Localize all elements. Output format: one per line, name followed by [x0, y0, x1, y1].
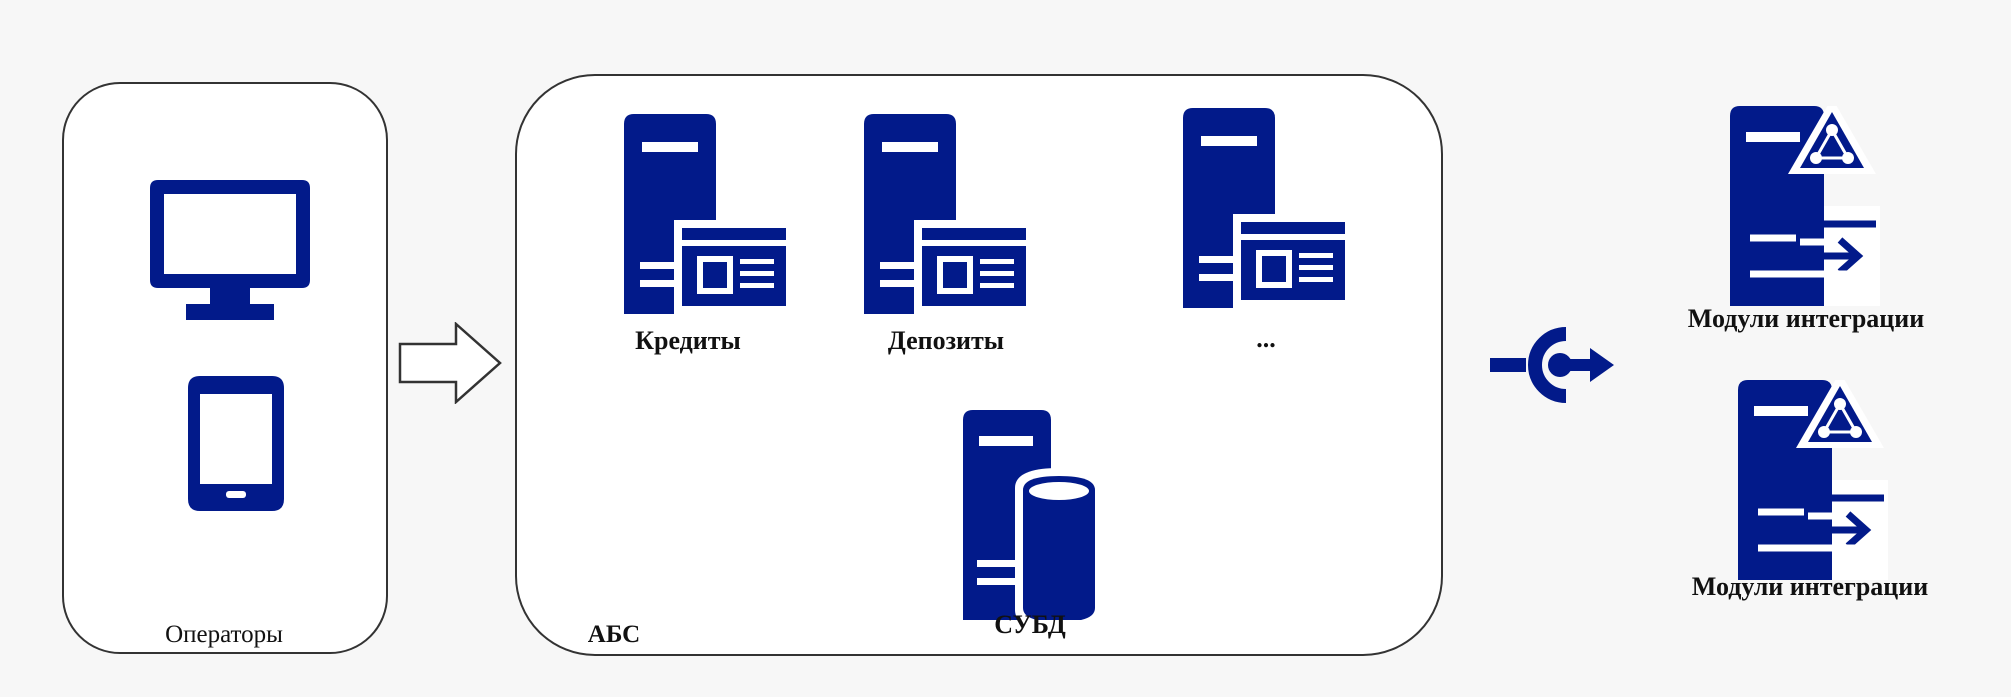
tablet-icon [188, 376, 284, 511]
integration-label: Модули интеграции [1687, 304, 1925, 333]
module-label-credits: Кредиты [635, 326, 741, 355]
integration-server-icon [1730, 106, 1880, 306]
abs-label: АБС [587, 621, 641, 648]
app-server-icon [864, 114, 1034, 314]
flow-arrow-icon [398, 322, 502, 404]
operators-label: Операторы [165, 621, 283, 648]
database-label: СУБД [994, 610, 1066, 639]
database-server-icon [963, 410, 1103, 620]
app-server-icon [1183, 108, 1353, 308]
integration-server-icon [1738, 380, 1888, 580]
integration-label: Модули интеграции [1691, 572, 1929, 601]
monitor-icon [150, 180, 310, 320]
connector-arrow-icon [1490, 327, 1614, 403]
operators-group [62, 82, 388, 654]
module-label-deposits: Депозиты [887, 326, 1005, 355]
module-label-more: ... [1256, 324, 1276, 353]
app-server-icon [624, 114, 794, 314]
